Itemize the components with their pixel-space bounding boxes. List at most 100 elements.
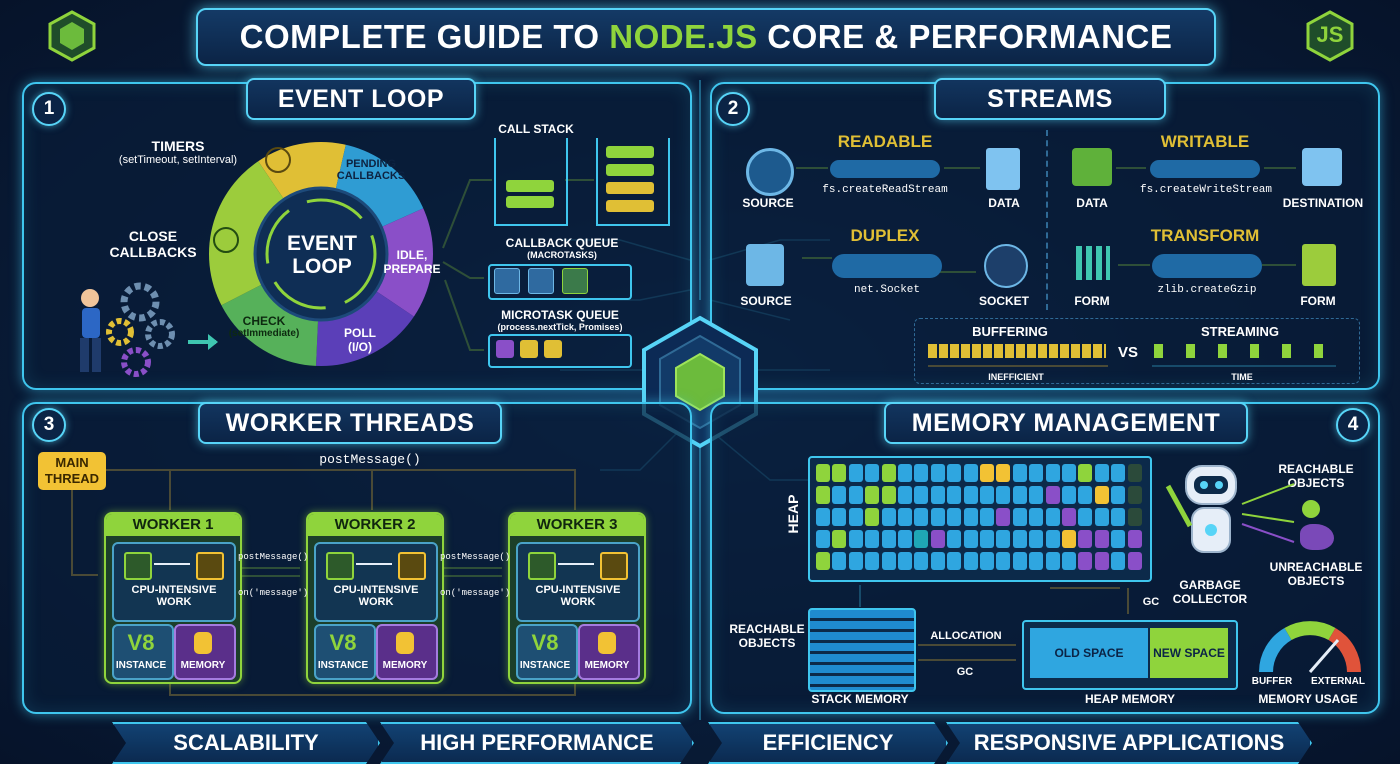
memory-label: MEMORY	[382, 660, 428, 671]
heap-object-cell	[848, 552, 863, 570]
callback-queue-box	[488, 264, 632, 300]
database-icon	[396, 632, 414, 654]
allocation-label: ALLOCATION	[930, 630, 1002, 642]
destination-icon	[1302, 148, 1342, 186]
heap-object-cell	[865, 508, 880, 526]
heap-object-cell	[1062, 552, 1076, 570]
idle-prepare-label: IDLE, PREPARE	[382, 248, 442, 276]
arrow-icon	[558, 563, 594, 565]
buffering-label: BUFFERING	[972, 324, 1048, 339]
memory-usage-label: MEMORY USAGE	[1258, 692, 1358, 706]
heap-object-cell	[1127, 486, 1142, 504]
heap-label: HEAP	[785, 494, 801, 534]
idle-line1: IDLE,	[396, 248, 428, 262]
heap-object-cell	[1029, 486, 1044, 504]
heap-object-cell	[881, 530, 896, 548]
heap-object-cell	[816, 530, 830, 548]
gear-chip-icon	[398, 552, 426, 580]
database-icon	[598, 632, 616, 654]
heap-object-cell	[1012, 464, 1027, 482]
heap-object-cell	[1094, 508, 1109, 526]
transform-title: TRANSFORM	[1150, 226, 1260, 245]
call-stack-frame	[606, 146, 654, 158]
main-thread-line2: THREAD	[44, 471, 100, 486]
heap-object-cell	[930, 486, 945, 504]
section-number-3: 3	[32, 408, 66, 442]
microtask-queue-box	[488, 334, 632, 368]
heap-object-cell	[898, 552, 912, 570]
heap-object-cell	[914, 508, 929, 526]
data-file-icon	[986, 148, 1020, 190]
vs-label: VS	[1117, 344, 1138, 361]
readable-title: READABLE	[837, 132, 933, 151]
globe-icon	[984, 244, 1028, 288]
duplex-source-icon	[746, 244, 784, 286]
writable-data-icon	[1072, 148, 1112, 186]
heap-object-cell	[898, 464, 912, 482]
heap-object-cell	[1045, 486, 1060, 504]
database-icon	[194, 632, 212, 654]
external-label: EXTERNAL	[1311, 676, 1365, 687]
transform-output-label: FORM	[1300, 294, 1336, 308]
heap-object-cell	[832, 530, 847, 548]
post-message-top-label: postMessage()	[319, 452, 421, 467]
microtask-queue-text: MICROTASK QUEUE	[501, 308, 619, 322]
memory-tile: MEMORY	[578, 624, 640, 680]
heap-object-cell	[1012, 508, 1027, 526]
unreachable-line1: UNREACHABLE	[1269, 560, 1363, 574]
heap-memory-label: HEAP MEMORY	[1084, 692, 1175, 706]
heap-object-cell	[898, 486, 912, 504]
heap-object-cell	[947, 486, 962, 504]
heap-object-cell	[865, 552, 880, 570]
call-stack-frame	[506, 196, 554, 208]
close-callbacks-label: CLOSE CALLBACKS	[98, 228, 208, 260]
event-loop-title: EVENT LOOP	[246, 78, 476, 120]
refresh-icon	[562, 268, 588, 294]
heap-object-cell	[832, 552, 847, 570]
heap-object-cell	[1127, 530, 1142, 548]
heap-object-cell	[947, 464, 962, 482]
heap-object-cell	[1094, 464, 1109, 482]
heap-object-cell	[1029, 552, 1044, 570]
arrow-icon	[356, 563, 392, 565]
heap-object-cell	[865, 486, 880, 504]
heap-object-cell	[1012, 486, 1027, 504]
v8-icon: V8	[531, 630, 559, 655]
instance-label: INSTANCE	[317, 660, 369, 671]
close-line2: CALLBACKS	[109, 244, 197, 260]
readable-api: fs.createReadStream	[822, 184, 948, 196]
cpu-work-line1: CPU-INTENSIVE	[333, 584, 419, 596]
heap-object-cell	[1029, 508, 1044, 526]
heap-object-cell	[816, 508, 830, 526]
heap-object-cell	[947, 530, 962, 548]
duplex-api: net.Socket	[853, 284, 920, 296]
heap-object-cell	[914, 552, 929, 570]
cpu-chip-icon	[528, 552, 556, 580]
heap-object-cell	[996, 464, 1011, 482]
title-prefix: COMPLETE GUIDE TO	[239, 18, 610, 55]
cpu-work-line2: WORK	[560, 596, 596, 608]
heap-object-cell	[898, 530, 912, 548]
heap-object-cell	[1078, 486, 1093, 504]
event-loop-center-label: EVENT LOOP	[268, 232, 376, 278]
unreachable-objects-label: UNREACHABLE OBJECTS	[1264, 560, 1368, 588]
heap-object-cell	[1111, 552, 1126, 570]
heap-object-cell	[1045, 464, 1060, 482]
heap-object-cell	[1062, 530, 1076, 548]
unreachable-line2: OBJECTS	[1287, 574, 1345, 588]
nodejs-js-logo: JS	[1304, 10, 1356, 62]
cpu-work-line1: CPU-INTENSIVE	[535, 584, 621, 596]
heap-object-cell	[848, 508, 863, 526]
memory-tile: MEMORY	[174, 624, 236, 680]
writable-data-label: DATA	[1076, 196, 1108, 210]
heap-object-cell	[1078, 464, 1093, 482]
buffer-label: BUFFER	[1251, 676, 1293, 687]
gc-arrow-label-bottom: GC	[956, 666, 974, 678]
